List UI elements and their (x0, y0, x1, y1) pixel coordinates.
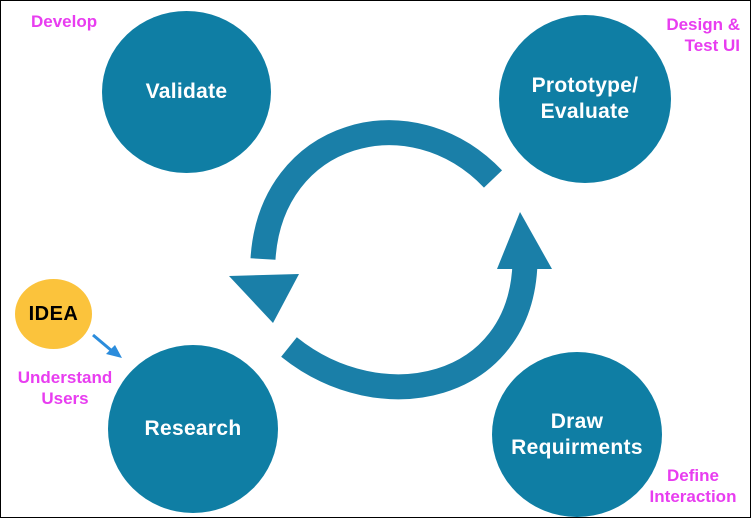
cycle-arrow-lower-head (497, 212, 552, 269)
stage-validate-label: Validate (145, 80, 228, 103)
cycle-arrow-lower (281, 262, 538, 400)
idea-bubble: IDEA (15, 279, 92, 349)
note-understand-users: Understand Users (17, 368, 113, 408)
idea-pointer-head (106, 345, 122, 358)
cycle-arrow-upper (250, 120, 503, 261)
note-design-test-ui: Design & Test UI (666, 15, 740, 55)
stage-research-label: Research (144, 417, 242, 440)
stage-prototype-evaluate: Prototype/ Evaluate (499, 15, 671, 183)
stage-prototype-label: Prototype/ Evaluate (531, 74, 639, 123)
stage-research: Research (108, 345, 278, 513)
note-define-interaction: Define Interaction (649, 466, 737, 506)
cycle-arrow-upper-head (229, 274, 299, 323)
idea-label: IDEA (28, 302, 79, 325)
stage-validate: Validate (102, 11, 271, 173)
stage-draw-requirements: Draw Requirments (492, 352, 662, 517)
stage-draw-label: Draw Requirments (511, 409, 643, 459)
note-develop: Develop (31, 12, 98, 31)
idea-pointer-line (92, 333, 113, 353)
